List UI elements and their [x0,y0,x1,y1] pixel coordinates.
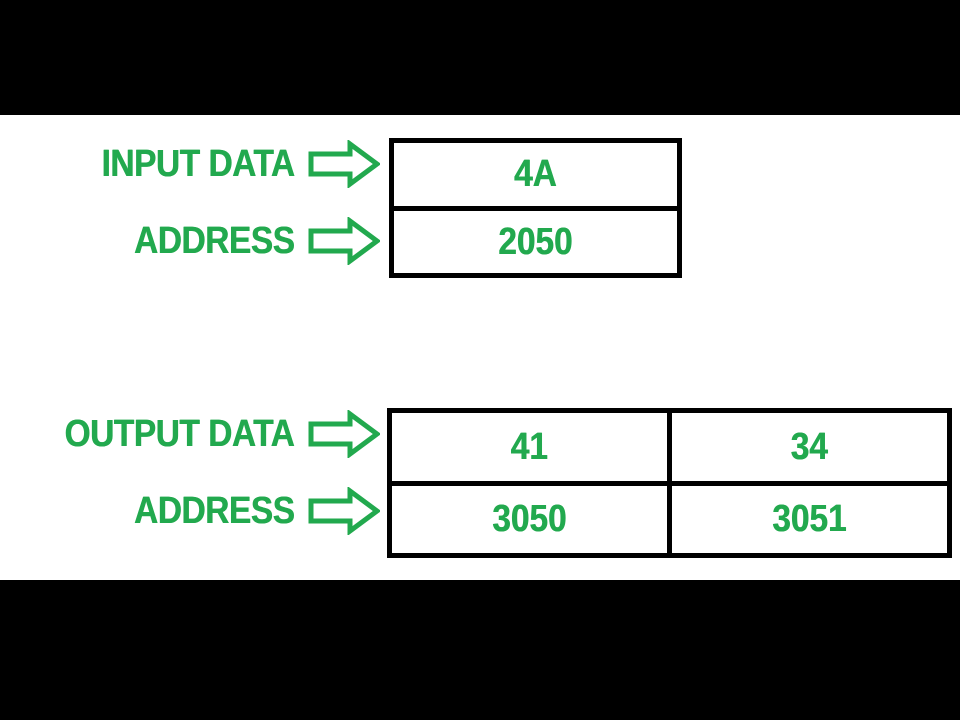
output-memory-table: 41 34 3050 3051 [387,408,952,558]
table-row: 41 34 [392,413,947,481]
output-data-label: OUTPUT DATA [64,413,294,455]
output-address-value-0: 3050 [492,498,567,541]
output-data-value-1: 34 [790,425,829,468]
input-memory-table: 4A 2050 [389,138,682,278]
output-address-cell-0: 3050 [392,486,667,554]
output-data-value-0: 41 [510,425,549,468]
letterbox-bar-bottom [0,580,960,720]
output-address-label: ADDRESS [133,490,295,532]
right-block-arrow-icon [308,140,380,188]
input-data-label-row: INPUT DATA [30,138,380,190]
right-block-arrow-icon [308,487,380,535]
output-address-value-1: 3051 [772,498,847,541]
letterbox-bar-top [0,0,960,115]
right-block-arrow-icon [308,217,380,265]
output-data-label-row: OUTPUT DATA [20,408,380,460]
output-data-cell-0: 41 [392,413,667,481]
input-data-label: INPUT DATA [100,143,295,185]
table-row: 2050 [394,205,677,274]
input-address-label-row: ADDRESS [30,215,380,267]
output-address-label-row: ADDRESS [20,485,380,537]
input-address-cell: 2050 [394,211,677,274]
input-address-label: ADDRESS [133,220,295,262]
input-address-value: 2050 [498,220,573,263]
output-address-cell-1: 3051 [667,485,947,553]
table-row: 4A [394,143,677,206]
output-data-cell-1: 34 [667,413,947,481]
input-data-value: 4A [514,153,557,196]
right-block-arrow-icon [308,410,380,458]
diagram-area: INPUT DATA ADDRESS 4A 2050 [0,115,960,580]
table-row: 3050 3051 [392,480,947,554]
input-data-cell: 4A [394,143,677,206]
